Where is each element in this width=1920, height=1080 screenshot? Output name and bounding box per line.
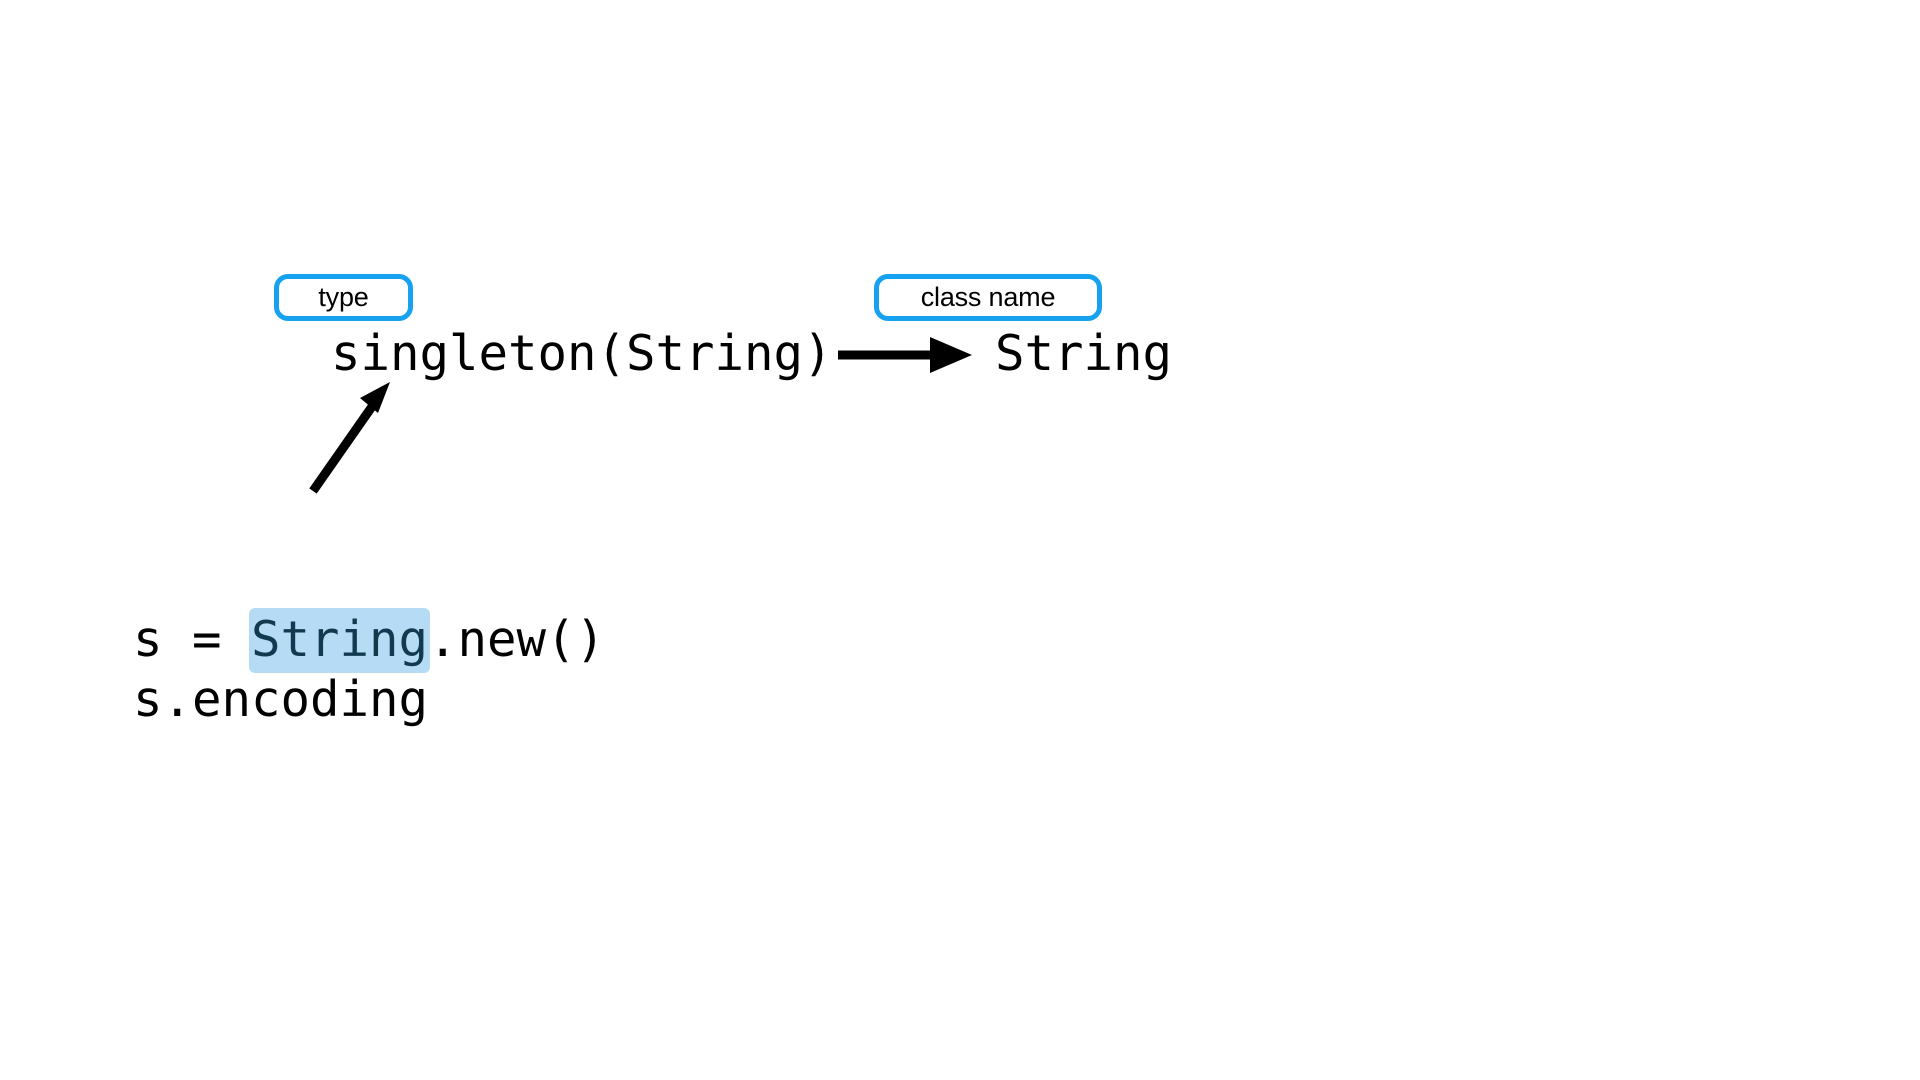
annotation-badge-type: type bbox=[274, 274, 413, 321]
annotation-badge-class-name-label: class name bbox=[920, 282, 1056, 312]
annotation-badge-class-name: class name bbox=[874, 274, 1102, 321]
signature-result-class: String bbox=[995, 325, 1173, 382]
callout-arrow-head bbox=[360, 382, 390, 413]
code-highlight-string: String bbox=[249, 608, 431, 673]
annotation-badge-type-label: type bbox=[318, 282, 369, 312]
callout-arrow bbox=[309, 382, 390, 494]
code-line-1-suffix: .new() bbox=[428, 611, 606, 668]
code-block: s = String.new()s.encoding bbox=[133, 490, 605, 850]
callout-arrow-shaft bbox=[309, 395, 382, 494]
code-line-1: s = String.new() bbox=[133, 608, 606, 673]
returns-arrow bbox=[838, 337, 972, 373]
code-line-2: s.encoding bbox=[133, 671, 429, 728]
signature-type-expression: singleton(String) bbox=[331, 325, 833, 382]
code-line-1-prefix: s = bbox=[133, 611, 252, 668]
returns-arrow-head bbox=[930, 337, 972, 373]
